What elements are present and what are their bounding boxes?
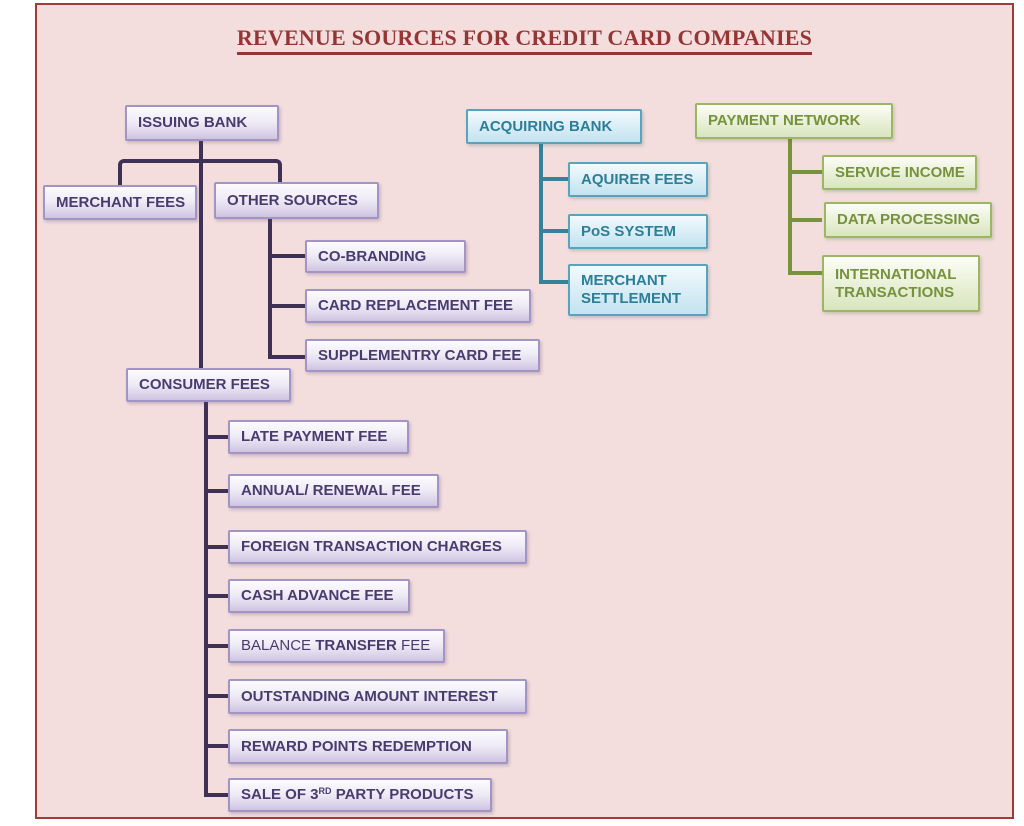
label-international-transactions: INTERNATIONAL TRANSACTIONS: [835, 265, 957, 301]
connector-issuing-to-consumer: [199, 141, 203, 368]
node-international-transactions: INTERNATIONAL TRANSACTIONS: [822, 255, 980, 312]
connector-stub-balance-transfer: [204, 644, 231, 648]
node-other-sources: OTHER SOURCES: [214, 182, 379, 219]
node-aquirer-fees: AQUIRER FEES: [568, 162, 708, 197]
connector-stub-late-payment: [204, 435, 231, 439]
node-annual-renewal-fee: ANNUAL/ RENEWAL FEE: [228, 474, 439, 508]
node-service-income: SERVICE INCOME: [822, 155, 977, 190]
node-balance-transfer-fee: BALANCE TRANSFER FEE: [228, 629, 445, 663]
label-consumer-fees: CONSUMER FEES: [139, 376, 270, 394]
label-acquiring-bank: ACQUIRING BANK: [479, 117, 613, 135]
connector-stub-sale-third-party: [204, 793, 231, 797]
node-payment-network: PAYMENT NETWORK: [695, 103, 893, 139]
diagram-panel: REVENUE SOURCES FOR CREDIT CARD COMPANIE…: [35, 3, 1014, 819]
label-reward-points-redemption: REWARD POINTS REDEMPTION: [241, 737, 472, 755]
label-service-income: SERVICE INCOME: [835, 163, 965, 181]
connector-stub-international: [788, 271, 822, 275]
node-supplementry-card-fee: SUPPLEMENTRY CARD FEE: [305, 339, 540, 372]
label-late-payment-fee: LATE PAYMENT FEE: [241, 428, 388, 446]
label-balance-transfer-fee: BALANCE TRANSFER FEE: [241, 637, 431, 655]
connector-stub-outstanding: [204, 694, 231, 698]
diagram-title: REVENUE SOURCES FOR CREDIT CARD COMPANIE…: [236, 25, 813, 55]
connector-payment-vertical: [788, 139, 792, 275]
label-supplementry-card-fee: SUPPLEMENTRY CARD FEE: [318, 346, 522, 364]
label-cash-advance-fee: CASH ADVANCE FEE: [241, 587, 394, 605]
connector-stub-reward-points: [204, 744, 231, 748]
node-sale-third-party-products: SALE OF 3RD PARTY PRODUCTS: [228, 778, 492, 812]
node-card-replacement-fee: CARD REPLACEMENT FEE: [305, 289, 531, 323]
connector-other-sources-vertical: [268, 219, 272, 359]
connector-stub-merchant-settlement: [539, 280, 568, 284]
connector-stub-co-branding: [268, 254, 305, 258]
title-container: REVENUE SOURCES FOR CREDIT CARD COMPANIE…: [37, 25, 1012, 55]
label-foreign-transaction-charges: FOREIGN TRANSACTION CHARGES: [241, 538, 502, 556]
connector-stub-cash-advance: [204, 594, 231, 598]
label-merchant-fees: MERCHANT FEES: [56, 193, 186, 211]
node-merchant-settlement: MERCHANT SETTLEMENT: [568, 264, 708, 316]
connector-stub-aquirer-fees: [539, 177, 568, 181]
connector-acquiring-vertical: [539, 144, 543, 284]
connector-stub-data-processing: [788, 218, 822, 222]
node-issuing-bank: ISSUING BANK: [125, 105, 279, 141]
node-merchant-fees: MERCHANT FEES: [43, 185, 197, 220]
node-acquiring-bank: ACQUIRING BANK: [466, 109, 642, 144]
node-pos-system: PoS SYSTEM: [568, 214, 708, 249]
node-data-processing: DATA PROCESSING: [824, 202, 992, 238]
label-issuing-bank: ISSUING BANK: [138, 114, 248, 132]
label-data-processing: DATA PROCESSING: [837, 211, 981, 229]
node-consumer-fees: CONSUMER FEES: [126, 368, 291, 402]
connector-stub-card-replacement: [268, 304, 305, 308]
node-outstanding-amount-interest: OUTSTANDING AMOUNT INTEREST: [228, 679, 527, 714]
connector-stub-pos-system: [539, 229, 568, 233]
connector-consumer-fees-vertical: [204, 402, 208, 797]
connector-stub-service-income: [788, 170, 822, 174]
node-co-branding: CO-BRANDING: [305, 240, 466, 273]
label-payment-network: PAYMENT NETWORK: [708, 112, 861, 130]
label-pos-system: PoS SYSTEM: [581, 222, 677, 240]
node-late-payment-fee: LATE PAYMENT FEE: [228, 420, 409, 454]
label-aquirer-fees: AQUIRER FEES: [581, 170, 694, 188]
node-reward-points-redemption: REWARD POINTS REDEMPTION: [228, 729, 508, 764]
connector-issuing-children-branch: [118, 159, 282, 186]
label-co-branding: CO-BRANDING: [318, 247, 427, 265]
label-other-sources: OTHER SOURCES: [227, 191, 358, 209]
node-foreign-transaction-charges: FOREIGN TRANSACTION CHARGES: [228, 530, 527, 564]
connector-stub-foreign-transaction: [204, 545, 231, 549]
label-card-replacement-fee: CARD REPLACEMENT FEE: [318, 297, 514, 315]
label-annual-renewal-fee: ANNUAL/ RENEWAL FEE: [241, 482, 421, 500]
label-merchant-settlement: MERCHANT SETTLEMENT: [581, 272, 681, 307]
node-cash-advance-fee: CASH ADVANCE FEE: [228, 579, 410, 613]
connector-stub-supplementry: [268, 355, 305, 359]
connector-stub-annual-renewal: [204, 489, 231, 493]
label-sale-third-party-products: SALE OF 3RD PARTY PRODUCTS: [241, 786, 474, 804]
label-outstanding-amount-interest: OUTSTANDING AMOUNT INTEREST: [241, 687, 498, 705]
